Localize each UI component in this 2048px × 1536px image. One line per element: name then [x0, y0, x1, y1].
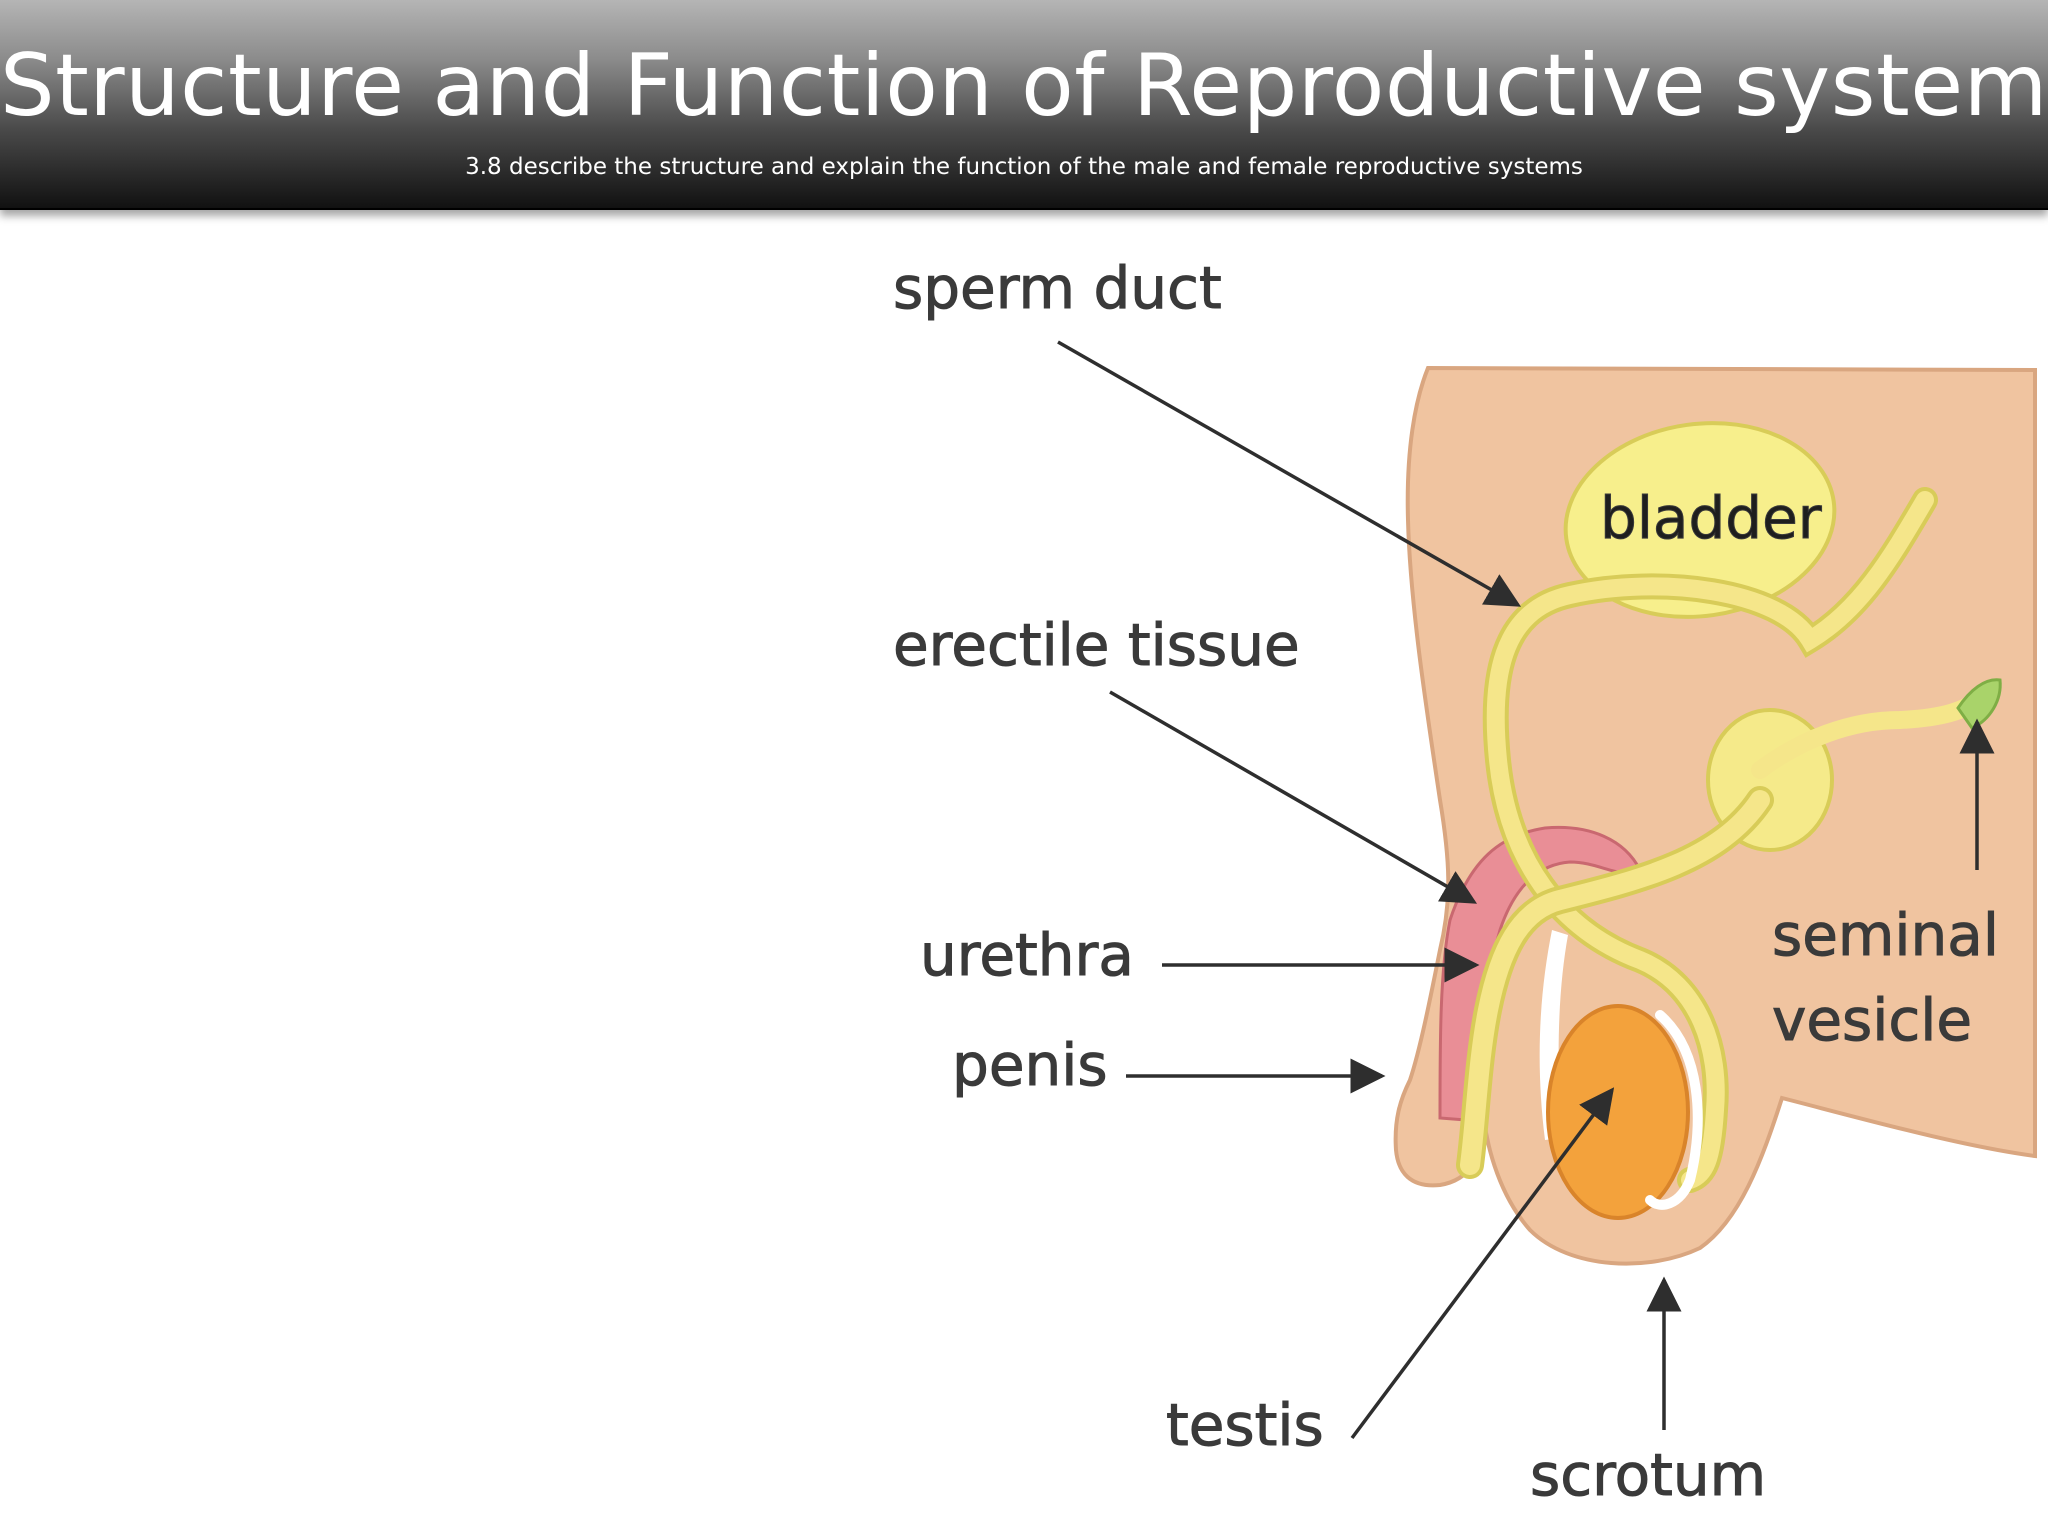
- label-scrotum: scrotum: [1530, 1441, 1766, 1509]
- body-gap: [1539, 930, 1568, 1140]
- slide-title: Structure and Function of Reproductive s…: [0, 36, 2048, 136]
- label-seminal: seminal: [1772, 901, 1999, 969]
- label-urethra: urethra: [920, 921, 1134, 989]
- testis: [1546, 1004, 1690, 1220]
- erectile-tissue: [1438, 825, 1643, 1122]
- sperm-duct-fill: [1486, 491, 1934, 1189]
- label-testis: testis: [1166, 1391, 1324, 1459]
- label-erectile-tissue: erectile tissue: [893, 611, 1300, 679]
- urethra-fill: [1460, 790, 1770, 1175]
- arrow-sperm-duct: [1057, 340, 1522, 607]
- epididymis: [1645, 1010, 1703, 1210]
- arrow-testis: [1350, 1087, 1615, 1440]
- arrow-erectile-tissue: [1109, 690, 1478, 904]
- label-penis: penis: [952, 1031, 1108, 1099]
- slide-header: Structure and Function of Reproductive s…: [0, 0, 2048, 210]
- label-sperm-duct: sperm duct: [893, 254, 1222, 322]
- label-vesicle: vesicle: [1772, 986, 1972, 1054]
- bladder: [1563, 421, 1837, 619]
- label-bladder: bladder: [1600, 484, 1822, 552]
- slide-subtitle: 3.8 describe the structure and explain t…: [465, 154, 1583, 180]
